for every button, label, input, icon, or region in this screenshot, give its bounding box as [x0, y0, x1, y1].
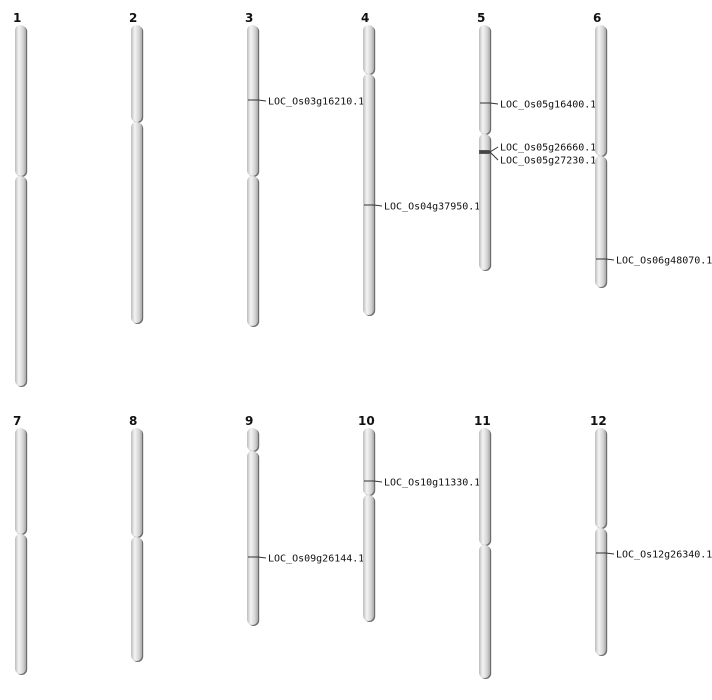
chromosome-5: 5LOC_Os05g16400.1LOC_Os05g26660.1LOC_Os0… — [477, 11, 596, 271]
gene-leader — [373, 480, 383, 483]
gene-leader — [489, 151, 499, 161]
chromosome-short-arm — [131, 428, 142, 537]
gene-leader — [489, 146, 499, 153]
gene-leader — [373, 204, 383, 207]
chromosome-number: 9 — [245, 414, 253, 428]
chromosome-number: 4 — [361, 11, 369, 25]
chromosome-short-arm — [363, 25, 374, 74]
chromosome-short-arm — [595, 25, 606, 156]
chromosome-11: 11 — [474, 414, 492, 679]
gene-marker: LOC_Os04g37950.1 — [364, 202, 480, 213]
gene-leader — [605, 552, 615, 555]
chromosome-short-arm — [247, 428, 258, 451]
gene-leader — [257, 556, 267, 559]
gene-marker: LOC_Os09g26144.1 — [248, 554, 364, 565]
chromosome-8: 8 — [129, 414, 144, 662]
chromosome-2: 2 — [129, 11, 144, 324]
gene-marker: LOC_Os12g26340.1 — [596, 550, 712, 561]
chromosome-short-arm — [595, 428, 606, 528]
chromosome-number: 3 — [245, 11, 253, 25]
gene-label: LOC_Os09g26144.1 — [268, 554, 364, 565]
gene-leader — [257, 99, 267, 102]
chromosome-number: 6 — [593, 11, 601, 25]
chromosome-short-arm — [15, 428, 26, 534]
gene-marker: LOC_Os06g48070.1 — [596, 256, 712, 267]
chromosome-short-arm — [15, 25, 26, 176]
chromosome-long-arm — [595, 528, 606, 655]
chromosome-long-arm — [15, 176, 26, 386]
chromosome-long-arm — [595, 156, 606, 287]
gene-label: LOC_Os05g16400.1 — [500, 100, 596, 111]
chromosome-long-arm — [15, 534, 26, 674]
gene-label: LOC_Os03g16210.1 — [268, 97, 364, 108]
chromosome-short-arm — [131, 25, 142, 122]
gene-label: LOC_Os05g26660.1 — [500, 143, 596, 154]
chromosome-number: 11 — [474, 414, 491, 428]
chromosome-1: 1 — [13, 11, 28, 387]
gene-marker: LOC_Os10g11330.1 — [364, 478, 480, 489]
gene-marker: LOC_Os05g26660.1 — [479, 143, 596, 154]
gene-marker: LOC_Os05g27230.1 — [480, 151, 596, 167]
chromosome-short-arm — [363, 428, 374, 495]
gene-label: LOC_Os05g27230.1 — [500, 156, 596, 167]
chromosome-number: 12 — [590, 414, 607, 428]
chromosome-number: 10 — [358, 414, 375, 428]
chromosome-long-arm — [247, 451, 258, 625]
chromosome-number: 7 — [13, 414, 21, 428]
gene-label: LOC_Os06g48070.1 — [616, 256, 712, 267]
chromosome-long-arm — [479, 545, 490, 678]
chromosome-number: 8 — [129, 414, 137, 428]
chromosome-number: 1 — [13, 11, 21, 25]
gene-label: LOC_Os10g11330.1 — [384, 478, 480, 489]
gene-label: LOC_Os12g26340.1 — [616, 550, 712, 561]
gene-label: LOC_Os04g37950.1 — [384, 202, 480, 213]
gene-marker: LOC_Os03g16210.1 — [248, 97, 364, 108]
chromosome-short-arm — [479, 25, 490, 134]
chromosome-long-arm — [247, 176, 258, 326]
chromosome-long-arm — [363, 495, 374, 621]
chromosome-long-arm — [479, 134, 490, 270]
gene-leader — [489, 102, 499, 105]
chromosome-long-arm — [131, 537, 142, 661]
chromosome-long-arm — [363, 74, 374, 315]
chromosome-long-arm — [131, 122, 142, 323]
gene-marker: LOC_Os05g16400.1 — [480, 100, 596, 111]
chromosome-short-arm — [479, 428, 490, 545]
chromosome-number: 2 — [129, 11, 137, 25]
chromosome-number: 5 — [477, 11, 485, 25]
chromosome-7: 7 — [13, 414, 28, 675]
gene-leader — [605, 258, 615, 261]
